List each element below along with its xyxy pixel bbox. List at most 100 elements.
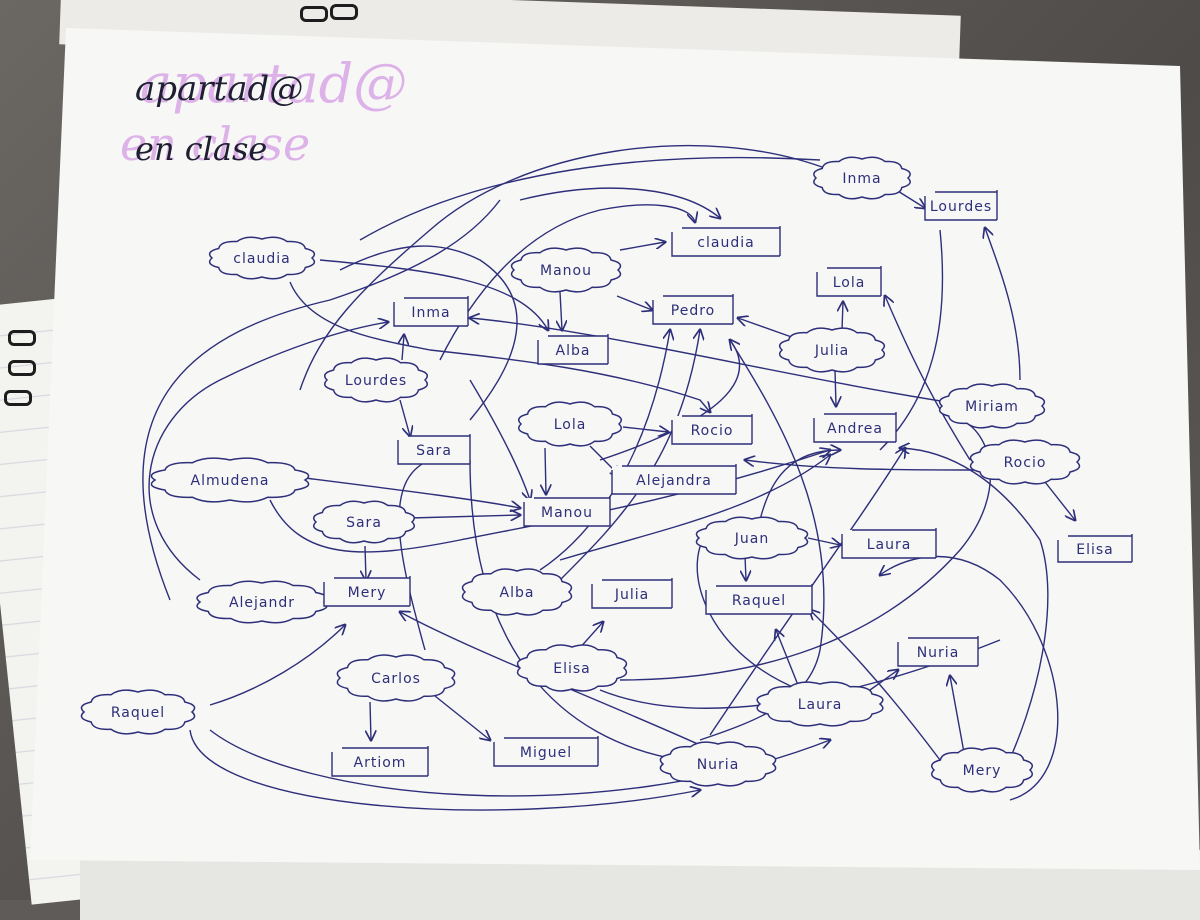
arrow [616, 295, 652, 310]
arrow [142, 199, 501, 601]
laura-cloud: Laura [756, 681, 884, 727]
arrow [745, 555, 746, 580]
arrow [399, 399, 410, 436]
box-background [394, 298, 468, 326]
box-label: claudia [697, 235, 754, 251]
box-label: Sara [416, 443, 452, 459]
arrow [429, 691, 490, 740]
box-outline [591, 578, 673, 609]
cloud-outline [150, 457, 310, 503]
arrow [148, 322, 388, 581]
arrow [985, 228, 1021, 381]
box-background [538, 336, 608, 364]
arrow [885, 296, 971, 461]
cloud-outline [336, 654, 456, 702]
cloud-label: Manou [540, 263, 592, 279]
arrow [619, 242, 665, 251]
inma-cloud: Inma [813, 156, 911, 200]
cloud-label: Rocio [1004, 455, 1047, 471]
cloud-outline [931, 747, 1033, 793]
lola-box: Lola [816, 266, 882, 297]
artiom-box: Artiom [331, 746, 429, 777]
box-background [653, 296, 733, 324]
arrow [370, 701, 371, 740]
box-background [842, 530, 936, 558]
arrow [869, 670, 898, 691]
cloud-label: Elisa [553, 661, 591, 677]
box-background [817, 268, 881, 296]
mery-box: Mery [323, 576, 411, 607]
cloud-outline [208, 236, 316, 280]
cloud-outline [461, 568, 573, 616]
elisa-box: Elisa [1057, 534, 1133, 563]
box-label: Alejandra [636, 473, 712, 489]
box-label: Nuria [917, 645, 960, 661]
box-outline [671, 414, 753, 445]
julia-cloud: Julia [778, 327, 886, 373]
arrow [776, 630, 801, 691]
box-outline [1057, 534, 1133, 563]
box-outline [493, 736, 599, 767]
box-background [1058, 536, 1132, 562]
arrow [879, 229, 944, 451]
cloud-label: Laura [798, 697, 843, 713]
manou-box: Manou [523, 496, 611, 527]
binder-ring [8, 360, 36, 376]
box-background [494, 738, 598, 766]
cloud-outline [196, 580, 328, 624]
arrow [810, 610, 941, 761]
claudia-box: claudia [671, 226, 781, 257]
box-outline [652, 294, 734, 325]
arrow [950, 676, 966, 759]
cloud-outline [756, 681, 884, 727]
cloud-label: Lourdes [345, 373, 407, 389]
arrow [807, 537, 840, 545]
nuria-box: Nuria [897, 636, 979, 667]
title-block: apartad@ en clase apartad@ en clase [120, 52, 407, 171]
box-outline [331, 746, 429, 777]
arrow [469, 379, 530, 500]
arrow [519, 187, 720, 218]
cloud-label: Raquel [111, 705, 165, 721]
mery-cloud: Mery [931, 747, 1033, 793]
cloud-label: Alba [500, 585, 535, 601]
arrow [560, 291, 562, 330]
arrow [319, 259, 548, 330]
arrow [842, 302, 843, 331]
cloud-nodes: InmaclaudiaManouJuliaLourdesMiriamLolaRo… [80, 156, 1081, 793]
box-outline [816, 266, 882, 297]
pedro-box: Pedro [652, 294, 734, 325]
cloud-outline [659, 741, 777, 787]
box-label: Miguel [520, 745, 572, 761]
box-outline [397, 434, 471, 465]
box-outline [705, 584, 813, 615]
cloud-label: Julia [814, 343, 849, 359]
box-background [672, 228, 780, 256]
arrow [835, 369, 836, 406]
andrea-box: Andrea [813, 412, 897, 443]
box-outline [393, 296, 469, 327]
arrow [409, 515, 520, 518]
box-outline [671, 226, 781, 257]
rocio-cloud: Rocio [969, 439, 1081, 485]
cloud-outline [517, 401, 623, 447]
binder-ring [330, 4, 358, 20]
box-outline [924, 190, 998, 221]
cloud-label: Inma [842, 171, 881, 187]
cloud-outline [778, 327, 886, 373]
cloud-outline [510, 247, 622, 293]
cloud-label: Mery [963, 763, 1002, 779]
box-background [612, 466, 736, 494]
box-label: Inma [411, 305, 450, 321]
arrow [402, 335, 404, 361]
cloud-label: Carlos [371, 671, 421, 687]
box-label: Pedro [671, 303, 715, 319]
box-label: Andrea [827, 421, 883, 437]
cloud-label: Sara [346, 515, 382, 531]
box-label: Raquel [732, 593, 786, 609]
sara-cloud: Sara [313, 500, 415, 544]
box-label: Laura [867, 537, 912, 553]
arrow [709, 448, 905, 736]
box-label: Lourdes [930, 199, 992, 215]
sociogram-paper: apartad@ en clase apartad@ en clase [30, 28, 1200, 870]
